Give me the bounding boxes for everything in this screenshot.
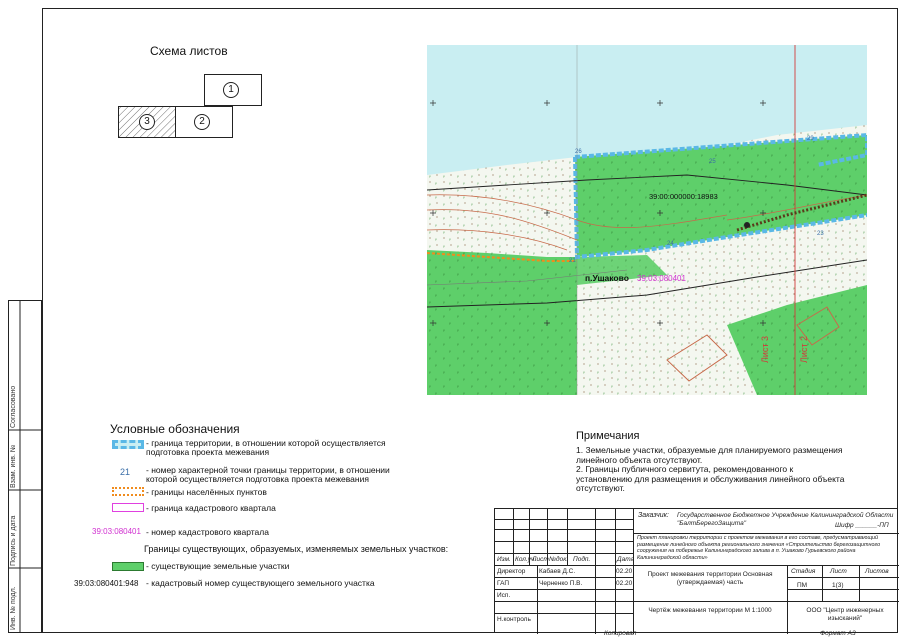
parcel-number: 39:00:000000:18983: [649, 192, 718, 201]
legend-item-2: - номер характерной точки границы террит…: [146, 465, 390, 484]
col-kol-uch: Кол.уч.: [515, 556, 537, 563]
quarter-boundary-swatch: [112, 503, 144, 512]
stage-header: Стадия: [791, 568, 816, 575]
note-1: 1. Земельные участки, образуемые для пла…: [576, 445, 843, 465]
cadastral-quarter-number: 39:03:080401: [637, 274, 686, 283]
settlement-boundary-swatch: [112, 487, 144, 496]
sheet-3-label: Лист 3: [760, 335, 770, 363]
col-sign: Подп.: [573, 556, 591, 563]
role-director: Директор: [497, 568, 526, 575]
sheet-scheme: [118, 74, 262, 138]
col-izm: Изм.: [497, 556, 511, 563]
copied-label: Копировал: [604, 630, 637, 637]
point-24: 24: [667, 241, 674, 247]
sheet-2-label: Лист 2: [799, 335, 809, 363]
col-list: Лист: [532, 556, 549, 563]
scheme-title: Схема листов: [150, 44, 228, 58]
customer-name: Государственное Бюджетное Учреждение Кал…: [677, 512, 894, 527]
sheet-3-marker: 3: [139, 114, 155, 130]
note-2: 2. Границы публичного сервитута, рекомен…: [576, 464, 845, 493]
section-title: Проект межевания территории Основная (ут…: [647, 571, 773, 586]
legend-title: Условные обозначения: [110, 422, 240, 436]
legend-item-6: - существующие земельные участки: [146, 561, 290, 571]
left-strip: Согласовано Взам. инв. № Подпись и дата …: [8, 300, 42, 633]
legend-item-3: - границы населённых пунктов: [146, 487, 267, 497]
sheet-header: Лист: [830, 568, 847, 575]
project-description: Проект планировки территории с проектом …: [637, 535, 881, 561]
point-25: 25: [709, 159, 716, 165]
sheet-value: 1(3): [832, 582, 844, 589]
map-view: ᵥ ᵥ ᵥ ᵥ: [427, 45, 867, 395]
legend-subtitle: Границы существующих, образуемых, изменя…: [144, 544, 449, 554]
drawing-frame: [42, 8, 898, 633]
date-director: 02.20: [616, 568, 633, 575]
inv-original-label: Инв. № подл.: [10, 586, 17, 630]
role-gap: ГАП: [497, 580, 510, 587]
sheet-2-marker: 2: [194, 114, 210, 130]
role-ncontrol: Н.контроль: [497, 616, 531, 623]
point-number-swatch: 21: [120, 467, 131, 477]
col-date: Дата: [617, 556, 635, 563]
col-doc: №док.: [549, 556, 569, 563]
legend-item-1: - граница территории, в отношении которо…: [146, 438, 386, 457]
stage-value: ПМ: [797, 582, 808, 589]
sheet-1-marker: 1: [223, 82, 239, 98]
date-gap: 02.20: [616, 580, 633, 587]
legend-item-7: - кадастровый номер существующего земель…: [146, 578, 375, 588]
sheets-header: Листов: [865, 568, 889, 575]
format-label: Формат А3: [820, 630, 856, 637]
legend: - граница территории, в отношении которо…: [74, 436, 448, 596]
quarter-number-swatch: 39:03:080401: [92, 527, 141, 536]
existing-parcel-swatch: [112, 562, 144, 571]
replace-inv-label: Взам. инв. №: [10, 444, 17, 488]
agreed-label: Согласовано: [10, 385, 17, 428]
drawing-title: Чертёж межевания территории М 1:1000: [648, 607, 772, 614]
cadastral-number-swatch: 39:03:080401:948: [74, 579, 139, 588]
legend-item-4: - граница кадастрового квартала: [146, 503, 276, 513]
name-director: Кабаев Д.С.: [539, 568, 576, 575]
signature-date-label: Подпись и дата: [10, 515, 17, 566]
point-26: 26: [575, 149, 582, 155]
name-gap: Черненко П.В.: [539, 580, 583, 587]
territory-boundary-swatch: [112, 440, 144, 449]
customer-label: Заказчик:: [638, 512, 669, 519]
organization: ООО "Центр инженерных изысканий": [806, 607, 884, 622]
point-23: 23: [817, 231, 824, 237]
title-block: Заказчик: Государственное Бюджетное Учре…: [494, 508, 899, 634]
point-29: 29: [807, 136, 814, 142]
legend-item-5: - номер кадастрового квартала: [146, 527, 269, 537]
role-isp: Исп.: [497, 592, 511, 599]
settlement-name: п.Ушаково: [585, 273, 629, 283]
notes-title: Примечания: [576, 430, 640, 442]
project-code: Шифр ______-ПП: [835, 522, 889, 529]
point-21: 21: [569, 258, 576, 264]
